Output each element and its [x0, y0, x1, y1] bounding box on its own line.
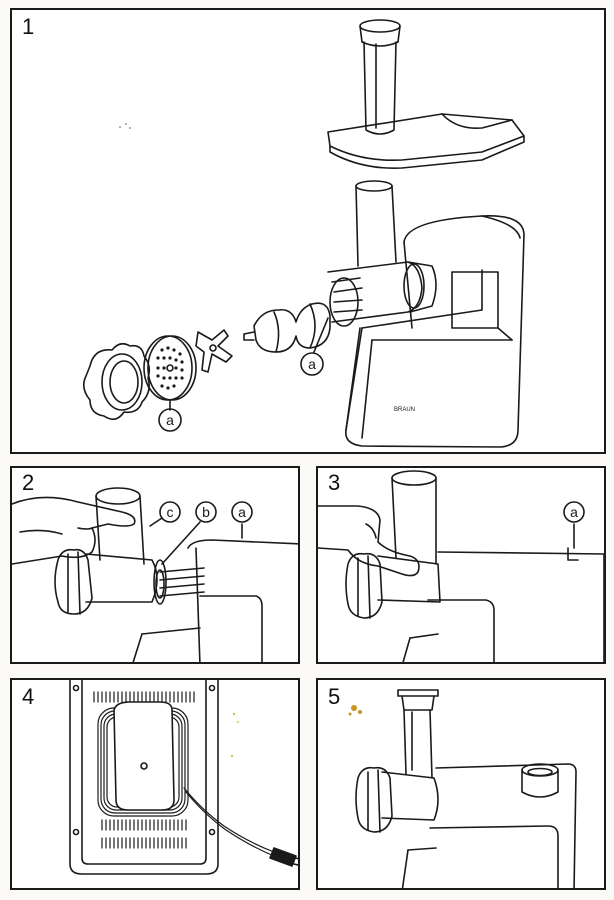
callout-b: b	[161, 501, 217, 565]
motor-housing	[402, 547, 604, 662]
vent-slots	[93, 691, 195, 849]
panel-number: 2	[22, 470, 35, 495]
cutting-blade	[195, 329, 233, 373]
ring-nut	[54, 548, 93, 615]
callout-a: a	[563, 501, 585, 549]
food-pusher	[359, 19, 401, 135]
svg-text:a: a	[308, 356, 316, 372]
callout-c: c	[149, 501, 181, 527]
feed-tray	[327, 113, 525, 169]
panel-2: 2	[10, 466, 300, 664]
cord-holder	[113, 701, 175, 811]
scan-specks	[348, 705, 362, 716]
worm-shaft	[243, 302, 331, 353]
assembled-grinder-illustration	[348, 689, 577, 888]
grinder-body	[327, 261, 437, 327]
callout-a-disc: a	[158, 399, 182, 432]
motor-housing: BRAUN	[345, 215, 525, 448]
grinder-body	[377, 470, 441, 603]
panel-number: 4	[22, 684, 35, 709]
scan-specks	[119, 123, 131, 129]
food-pusher	[397, 689, 439, 779]
svg-text:a: a	[570, 504, 578, 520]
outlet-cap	[521, 763, 559, 798]
motor-housing	[132, 539, 298, 662]
hand	[318, 505, 420, 577]
callout-a-housing: a	[300, 317, 329, 376]
base-plate	[69, 680, 219, 875]
grinder-body	[381, 771, 439, 821]
attach-grinder-illustration: c b a	[12, 487, 298, 662]
svg-text:c: c	[167, 504, 174, 520]
panel-number: 3	[328, 470, 341, 495]
panel-5: 5	[316, 678, 606, 890]
scan-specks	[230, 712, 239, 758]
panel-1: 1 BRAUN	[10, 8, 606, 454]
lock-grinder-illustration: a	[318, 470, 604, 662]
ring-nut	[355, 766, 393, 833]
grinder-body	[85, 487, 167, 605]
svg-text:a: a	[238, 504, 246, 520]
panel-3: 3 a	[316, 466, 606, 664]
cord-storage-illustration	[69, 680, 298, 875]
motor-housing	[401, 763, 577, 888]
panel-number: 5	[328, 684, 341, 709]
power-plug	[269, 847, 298, 867]
panel-4: 4	[10, 678, 300, 890]
ring-nut	[82, 342, 151, 420]
panel-number: 1	[22, 14, 35, 39]
perforated-disc	[143, 335, 197, 401]
hand	[12, 496, 136, 565]
svg-text:a: a	[166, 412, 174, 428]
svg-text:b: b	[202, 504, 210, 520]
feed-neck	[355, 180, 397, 267]
callout-a: a	[231, 501, 253, 539]
brand-mark: BRAUN	[394, 407, 415, 413]
ring-nut	[345, 552, 383, 619]
exploded-assembly-illustration: BRAUN	[82, 19, 525, 448]
